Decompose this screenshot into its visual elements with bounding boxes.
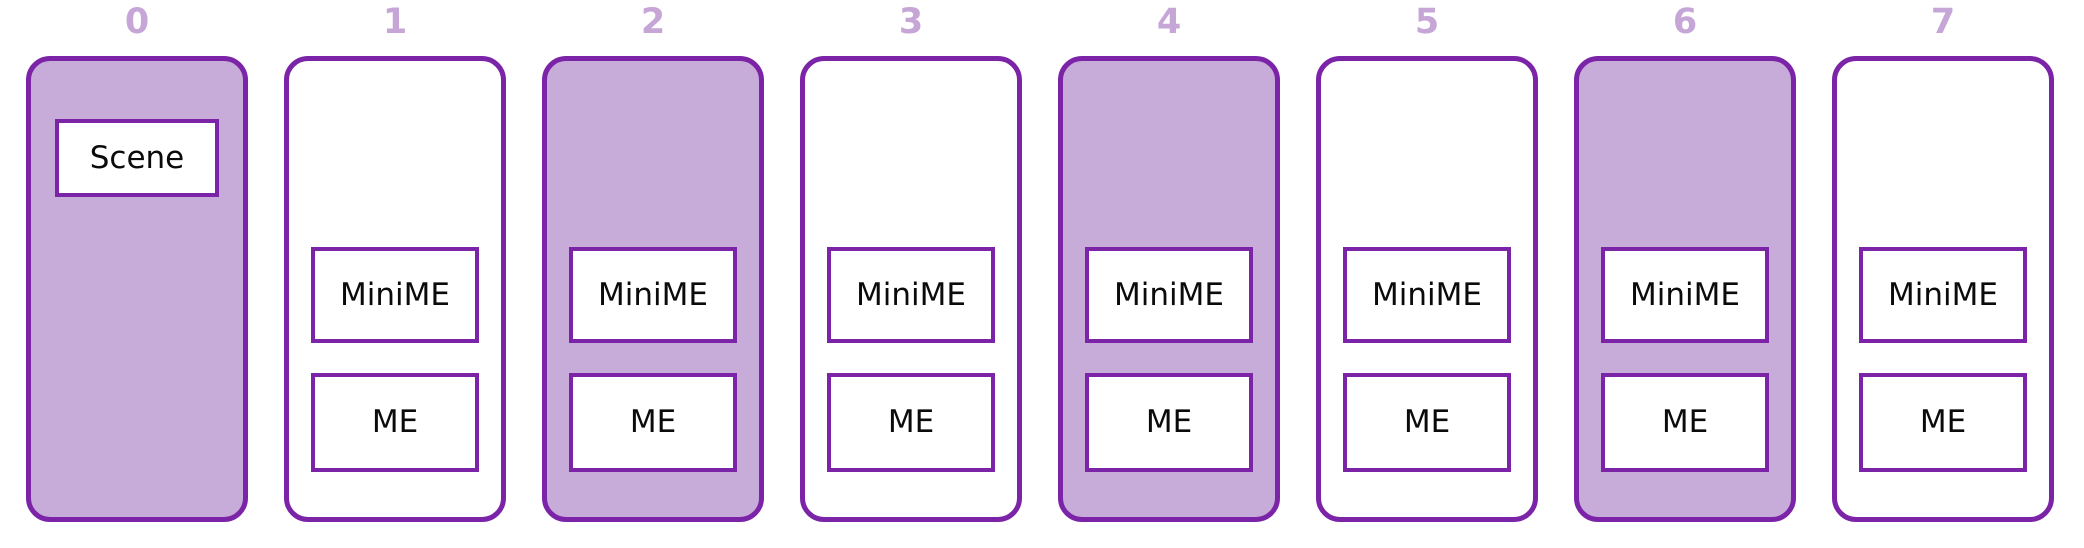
slot-minime[interactable]: MiniME [1085, 247, 1253, 343]
slot-minime[interactable]: MiniME [827, 247, 995, 343]
column-4[interactable]: 4 MiniME ME [1058, 0, 1316, 548]
slot-me[interactable]: ME [311, 373, 479, 472]
column-card-3[interactable]: MiniME ME [800, 56, 1022, 522]
slot-minime[interactable]: MiniME [569, 247, 737, 343]
slot-minime[interactable]: MiniME [1601, 247, 1769, 343]
slot-minime[interactable]: MiniME [1859, 247, 2027, 343]
slot-me[interactable]: ME [1343, 373, 1511, 472]
column-6[interactable]: 6 MiniME ME [1574, 0, 1832, 548]
slot-scene[interactable]: Scene [55, 119, 219, 197]
column-card-0[interactable]: Scene [26, 56, 248, 522]
column-index-label: 4 [1156, 2, 1182, 42]
column-index-label: 0 [124, 2, 150, 42]
slot-me[interactable]: ME [827, 373, 995, 472]
column-index-label: 3 [898, 2, 924, 42]
column-card-2[interactable]: MiniME ME [542, 56, 764, 522]
column-2[interactable]: 2 MiniME ME [542, 0, 800, 548]
column-card-5[interactable]: MiniME ME [1316, 56, 1538, 522]
column-index-label: 2 [640, 2, 666, 42]
slot-minime[interactable]: MiniME [1343, 247, 1511, 343]
column-1[interactable]: 1 MiniME ME [284, 0, 542, 548]
column-card-1[interactable]: MiniME ME [284, 56, 506, 522]
slot-me[interactable]: ME [1859, 373, 2027, 472]
column-7[interactable]: 7 MiniME ME [1832, 0, 2084, 548]
column-5[interactable]: 5 MiniME ME [1316, 0, 1574, 548]
column-0[interactable]: 0 Scene [26, 0, 284, 548]
column-index-label: 5 [1414, 2, 1440, 42]
slot-me[interactable]: ME [1085, 373, 1253, 472]
column-index-label: 1 [382, 2, 408, 42]
column-index-label: 6 [1672, 2, 1698, 42]
slot-minime[interactable]: MiniME [311, 247, 479, 343]
slot-me[interactable]: ME [1601, 373, 1769, 472]
column-card-6[interactable]: MiniME ME [1574, 56, 1796, 522]
column-card-7[interactable]: MiniME ME [1832, 56, 2054, 522]
column-card-4[interactable]: MiniME ME [1058, 56, 1280, 522]
slot-me[interactable]: ME [569, 373, 737, 472]
column-3[interactable]: 3 MiniME ME [800, 0, 1058, 548]
column-index-label: 7 [1930, 2, 1956, 42]
